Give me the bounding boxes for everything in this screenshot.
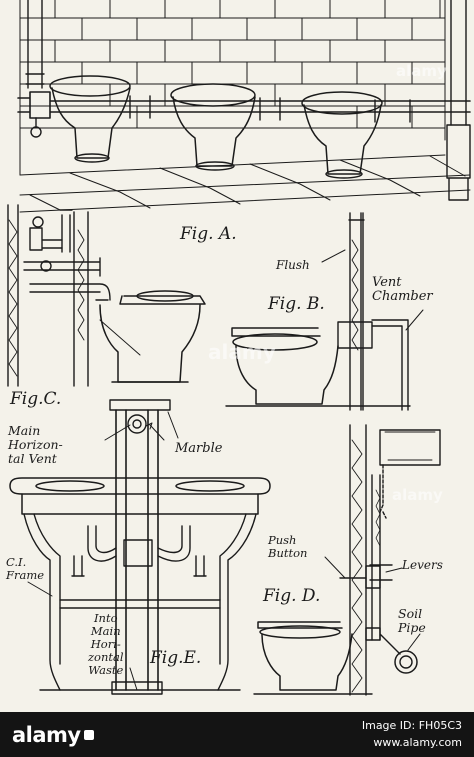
fig-c-closet [99,290,206,383]
ci-frame-label: C.I. Frame [6,555,45,582]
fig-c-flush-pipe [23,257,101,277]
fig-a-closet-3 [301,91,383,179]
fig-b-label: Fig. B. [268,294,325,314]
fig-d-label: Fig. D. [263,586,321,606]
fig-c-valve-body [29,227,63,251]
plumbing-drawing [7,0,471,696]
into-main-horizontal-waste-label: Into Main Hori- zontal Waste [88,611,124,677]
watermark-right: alamy [392,486,443,504]
levers-label: Levers [402,558,443,572]
alamy-logo-icon [83,730,94,740]
fig-a-label: Fig. A. [180,224,237,244]
fig-d-soil-connection [365,627,401,655]
fig-c-label: Fig.C. [10,389,62,409]
marble-label: Marble [175,441,223,456]
fig-b-pipe-clamp [337,321,373,349]
fig-c-wall-left [7,204,19,387]
stock-footer: alamy Image ID: FH05C3 www.alamy.com [0,712,474,757]
fig-e-vent-stack [115,409,159,691]
vent-chamber-label: Vent Chamber [372,275,433,304]
website-text: www.alamy.com [373,736,462,749]
fig-a-closet-1 [49,75,131,163]
watermark-top-right: alamy [396,62,447,80]
brick-wall [19,0,446,176]
image-id-block: Image ID: FH05C3 www.alamy.com [362,717,462,751]
fig-b-flush-pipe [348,212,365,411]
fig-c-drawing [7,204,206,387]
fig-c-supply-pipe [59,209,73,253]
fig-e-marble-slab [9,477,271,515]
fig-b-closet [231,327,339,405]
fig-a-drawing [17,0,471,213]
fig-b-drawing [225,212,411,411]
fig-b-vent-chamber [371,319,409,411]
soil-pipe-label: Soil Pipe [398,606,426,635]
fig-e-iron-frame [23,513,257,691]
fig-d-drawing [253,424,441,696]
fig-e-waste-fitting [111,681,163,695]
main-horizontal-vent-label: Main Horizon- tal Vent [8,423,63,466]
soil-stack-fitting [446,124,471,201]
fig-c-partition [73,211,89,387]
left-vent-pipe [25,0,45,89]
fig-e-traps [71,525,207,577]
image-id-text: Image ID: FH05C3 [361,719,462,732]
flush-label: Flush [276,258,310,272]
fig-e-drawing [9,399,271,695]
engraving-plate: Fig. A. Fig. B. Fig.C. Fig. D. Fig.E. Fl… [0,0,474,712]
horizontal-waste-pipe [17,91,471,119]
fig-a-closet-2 [170,83,256,171]
leader-lines [27,249,424,691]
fig-d-soil-pipe [394,650,418,674]
fig-d-pull-chain [379,464,387,519]
fig-c-bowl-connection [29,283,111,301]
pipe-couplings [129,95,411,123]
fig-d-flush-pipe [371,474,381,641]
fig-d-push-button-box [365,565,381,589]
alamy-logo: alamy [12,723,94,747]
watermark-center: alamy [208,340,276,364]
fig-d-closet [257,621,353,691]
fig-d-flush-tank [379,429,441,466]
fig-e-label: Fig.E. [150,648,202,668]
fig-e-vent-cap [109,399,171,411]
floor-tiles [19,154,471,213]
push-button-label: Push Button [268,533,308,560]
fig-d-levers [369,564,393,581]
right-stack-pipe [450,0,467,126]
